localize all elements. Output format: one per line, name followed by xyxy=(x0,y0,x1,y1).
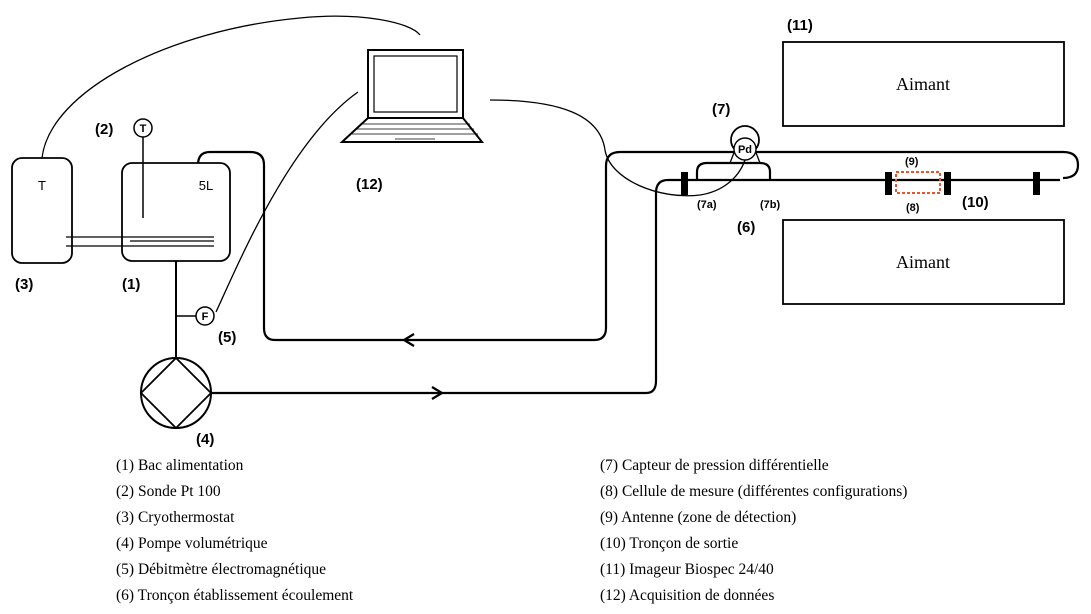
label-n11: (11) xyxy=(787,17,813,34)
pressure-sensor-inner xyxy=(733,137,757,161)
magnet-bottom-label: Aimant xyxy=(896,252,950,272)
laptop-keyboard xyxy=(339,117,485,143)
legend-right: (7) Capteur de pression différentielle (8… xyxy=(600,457,907,604)
supply-flow-arrow xyxy=(431,386,445,400)
legend-item: (8) Cellule de mesure (différentes confi… xyxy=(600,483,907,500)
label-n9: (9) xyxy=(905,156,919,168)
temperature-probe xyxy=(133,118,153,138)
legend-item: (9) Antenne (zone de détection) xyxy=(600,509,796,526)
label-n4: (4) xyxy=(196,431,214,448)
pressure-sensor-letter: Pd xyxy=(738,144,752,156)
tank-volume: 5L xyxy=(199,178,213,193)
cryothermostat-letter: T xyxy=(38,178,46,193)
legend-item: (1) Bac alimentation xyxy=(116,457,244,474)
probe-letter: T xyxy=(140,123,147,135)
pressure-tap-loop xyxy=(695,161,772,180)
label-n8: (8) xyxy=(906,202,920,214)
legend-item: (4) Pompe volumétrique xyxy=(116,535,268,552)
label-n1: (1) xyxy=(122,276,140,293)
legend-item: (3) Cryothermostat xyxy=(116,509,235,526)
label-n10: (10) xyxy=(962,194,989,211)
return-pipe xyxy=(196,150,1080,342)
pump-diamond xyxy=(139,356,213,430)
pump xyxy=(140,357,212,429)
cell-end-marker xyxy=(944,172,951,195)
wire-computer-to-pressure-sensor xyxy=(489,99,746,197)
label-n3: (3) xyxy=(15,276,33,293)
flowmeter xyxy=(195,306,215,326)
legend-item: (5) Débitmètre électromagnétique xyxy=(116,561,326,578)
label-n7b: (7b) xyxy=(760,199,781,211)
legend-item: (2) Sonde Pt 100 xyxy=(116,483,221,500)
legend-item: (6) Tronçon établissement écoulement xyxy=(116,587,354,604)
magnet-top xyxy=(782,41,1065,127)
return-flow-arrow xyxy=(401,333,415,347)
outlet-marker xyxy=(1033,172,1040,195)
antenna-zone xyxy=(895,171,941,194)
magnet-bottom xyxy=(782,219,1065,305)
label-n2: (2) xyxy=(95,121,113,138)
cell-start-marker xyxy=(885,172,892,195)
supply-pipe xyxy=(205,178,1060,395)
flowmeter-letter: F xyxy=(202,311,209,323)
cryothermostat xyxy=(11,157,73,264)
wire-computer-to-cryothermostat xyxy=(41,15,421,159)
label-n12: (12) xyxy=(356,176,383,193)
label-n5: (5) xyxy=(218,329,236,346)
legend-item: (7) Capteur de pression différentielle xyxy=(600,457,829,474)
legend-item: (12) Acquisition de données xyxy=(600,587,774,604)
label-n7a: (7a) xyxy=(697,199,717,211)
inlet-marker xyxy=(681,172,688,195)
label-n7: (7) xyxy=(712,101,730,118)
laptop-display xyxy=(373,55,458,113)
label-n6: (6) xyxy=(737,219,755,236)
magnet-top-label: Aimant xyxy=(896,74,950,94)
legend-item: (11) Imageur Biospec 24/40 xyxy=(600,561,774,578)
legend-left: (1) Bac alimentation (2) Sonde Pt 100 (3) … xyxy=(116,457,354,604)
wire-computer-to-flowmeter xyxy=(215,91,359,313)
legend-item: (10) Tronçon de sortie xyxy=(600,535,738,552)
